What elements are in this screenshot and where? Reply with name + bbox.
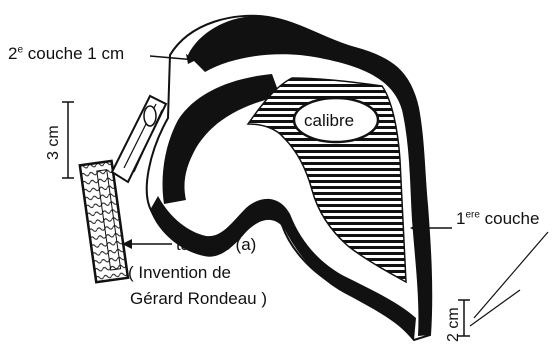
label-invention-line1: ( Invention de (128, 264, 231, 281)
float-tool (80, 161, 128, 282)
dim-3cm-bracket (62, 102, 74, 178)
label-invention-line2: Gérard Rondeau ) (130, 290, 267, 307)
label-first-layer: 1ere couche (456, 210, 539, 227)
label-dim-3cm: 3 cm (46, 125, 62, 160)
label-gauge: calibre (304, 112, 354, 129)
tool-knob (144, 106, 156, 126)
label-dim-2cm: 2 cm (446, 307, 462, 342)
label-float-tool: taloche (a) (176, 236, 256, 253)
dim-2cm-leader (470, 232, 548, 326)
label-second-layer: 2e couche 1 cm (8, 45, 124, 62)
